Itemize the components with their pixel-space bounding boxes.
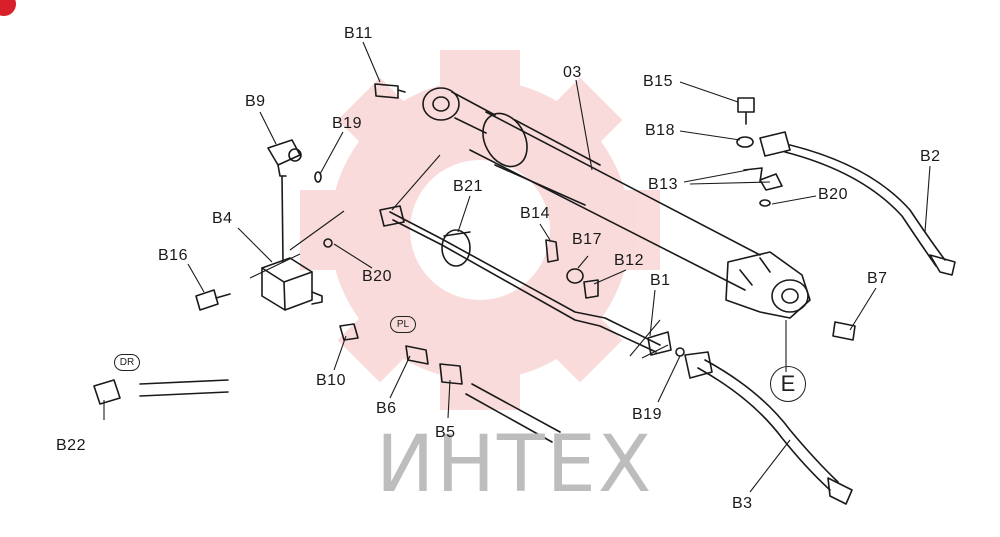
o-ring-b20-right <box>759 199 771 207</box>
washer-b17 <box>566 268 584 284</box>
cylinder-03 <box>422 87 761 291</box>
watermark-gear-icon <box>300 50 660 410</box>
fitting-b6 <box>405 345 429 365</box>
label-b7: B7 <box>867 270 888 287</box>
valve-block-b4 <box>261 257 323 311</box>
cylinder-head-block <box>725 251 811 319</box>
elbow-fitting-b9 <box>267 139 302 263</box>
page-badge: 4 <box>0 0 16 16</box>
fitting-b16 <box>195 289 231 311</box>
fitting-b14 <box>545 239 559 263</box>
label-b20-right: B20 <box>818 186 848 203</box>
o-ring-b19-top <box>314 171 322 183</box>
label-b20-left: B20 <box>362 268 392 285</box>
label-b9: B9 <box>245 93 266 110</box>
hose-b2 <box>759 131 956 276</box>
label-b13: B13 <box>648 176 678 193</box>
hose-end-b5 <box>465 383 561 443</box>
hose-b3 <box>684 351 853 505</box>
o-ring-b20-left <box>323 238 333 248</box>
label-b19-bottom: B19 <box>632 406 662 423</box>
label-b17: B17 <box>572 231 602 248</box>
hose-end-b22 <box>139 379 229 397</box>
fitting-b10 <box>339 323 359 341</box>
label-b16: B16 <box>158 247 188 264</box>
label-b18: B18 <box>645 122 675 139</box>
label-b2: B2 <box>920 148 941 165</box>
clamp-b21 <box>441 229 471 267</box>
label-b14: B14 <box>520 205 550 222</box>
leader-lines <box>103 41 931 493</box>
label-b22: B22 <box>56 437 86 454</box>
label-b11: B11 <box>344 25 373 42</box>
label-b12: B12 <box>614 252 644 269</box>
label-b3: B3 <box>732 495 753 512</box>
label-b4: B4 <box>212 210 233 227</box>
label-b6: B6 <box>376 400 397 417</box>
pipe-b1 <box>379 205 672 356</box>
label-b19-top: B19 <box>332 115 362 132</box>
fitting-b22 <box>93 379 121 405</box>
watermark-text: ИНТЕХ <box>376 420 654 510</box>
fitting-b7 <box>832 321 856 341</box>
bracket-b12 <box>583 279 599 299</box>
label-b1: B1 <box>650 272 671 289</box>
label-b21: B21 <box>453 178 483 195</box>
label-b15: B15 <box>643 73 673 90</box>
tag-e: E <box>770 366 806 402</box>
label-b5: B5 <box>435 424 456 441</box>
label-b10: B10 <box>316 372 346 389</box>
clip-b13 <box>743 167 783 191</box>
label-03: 03 <box>563 64 582 81</box>
tag-dr: DR <box>114 354 140 371</box>
washer-b18 <box>736 136 754 148</box>
fitting-b15 <box>737 97 755 125</box>
fitting-b11 <box>374 83 406 99</box>
o-ring-b19-bottom <box>675 347 685 357</box>
fitting-b5 <box>439 363 463 385</box>
tag-pl: PL <box>390 316 416 333</box>
